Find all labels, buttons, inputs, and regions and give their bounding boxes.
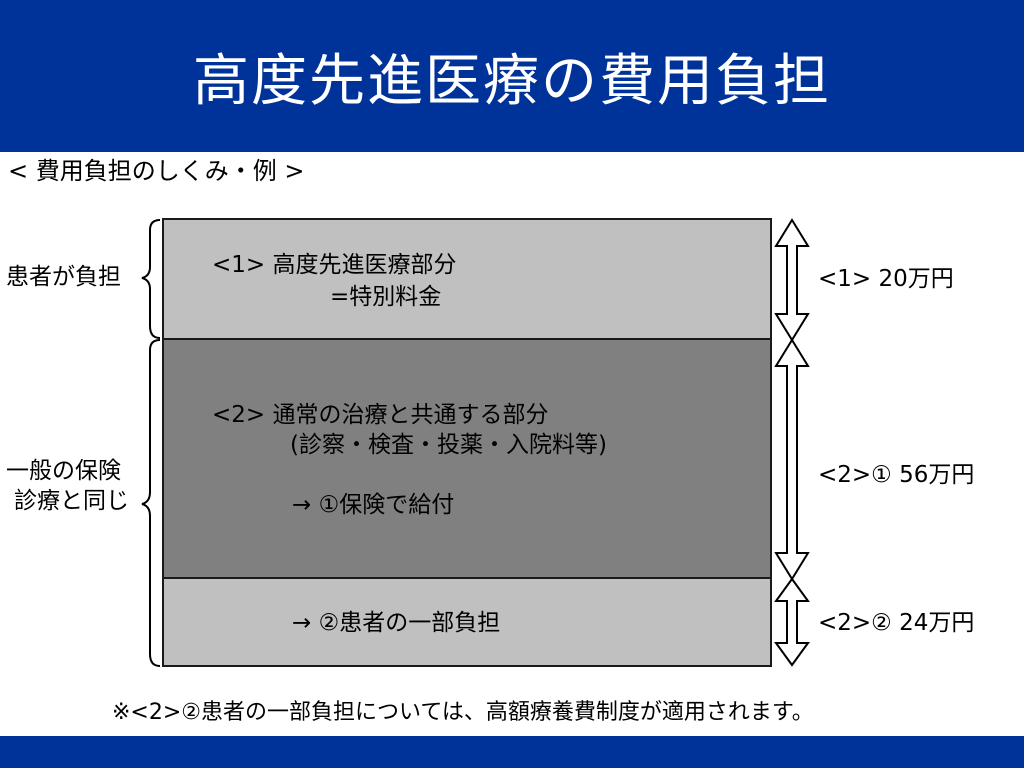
- double-arrow-copayment: [774, 577, 810, 667]
- box2-insurance-note: → ①保険で給付: [292, 492, 455, 518]
- box1-label: <1> 高度先進医療部分: [212, 252, 457, 278]
- box3-label: → ②患者の一部負担: [292, 610, 501, 636]
- box2-sublabel: (診察・検査・投薬・入院料等): [290, 432, 607, 458]
- amount-special-fee: <1> 20万円: [818, 266, 954, 292]
- amount-copayment: <2>② 24万円: [818, 610, 975, 636]
- brace-patient-burden: [141, 219, 161, 339]
- amount-insurance-benefit: <2>① 56万円: [818, 462, 975, 488]
- patient-burden-label: 患者が負担: [6, 264, 121, 290]
- general-insurance-label: 一般の保険: [6, 458, 121, 484]
- diagram-subtitle: < 費用負担のしくみ・例 >: [8, 157, 305, 185]
- brace-general-insurance: [141, 339, 161, 667]
- special-fee-box: [162, 218, 772, 340]
- double-arrow-special-fee: [774, 218, 810, 342]
- box2-label: <2> 通常の治療と共通する部分: [212, 402, 549, 428]
- diagram-panel: < 費用負担のしくみ・例 > <1> 高度先進医療部分 =特別料金 <2> 通常…: [0, 152, 1024, 736]
- slide-title: 高度先進医療の費用負担: [193, 48, 831, 114]
- copayment-box: [162, 577, 772, 667]
- same-as-general-label: 診療と同じ: [14, 488, 129, 514]
- double-arrow-insurance-benefit: [774, 338, 810, 581]
- box1-sublabel: =特別料金: [330, 284, 442, 310]
- diagram-decorations: [141, 218, 810, 667]
- footnote: ※<2>②患者の一部負担については、高額療養費制度が適用されます。: [112, 700, 814, 725]
